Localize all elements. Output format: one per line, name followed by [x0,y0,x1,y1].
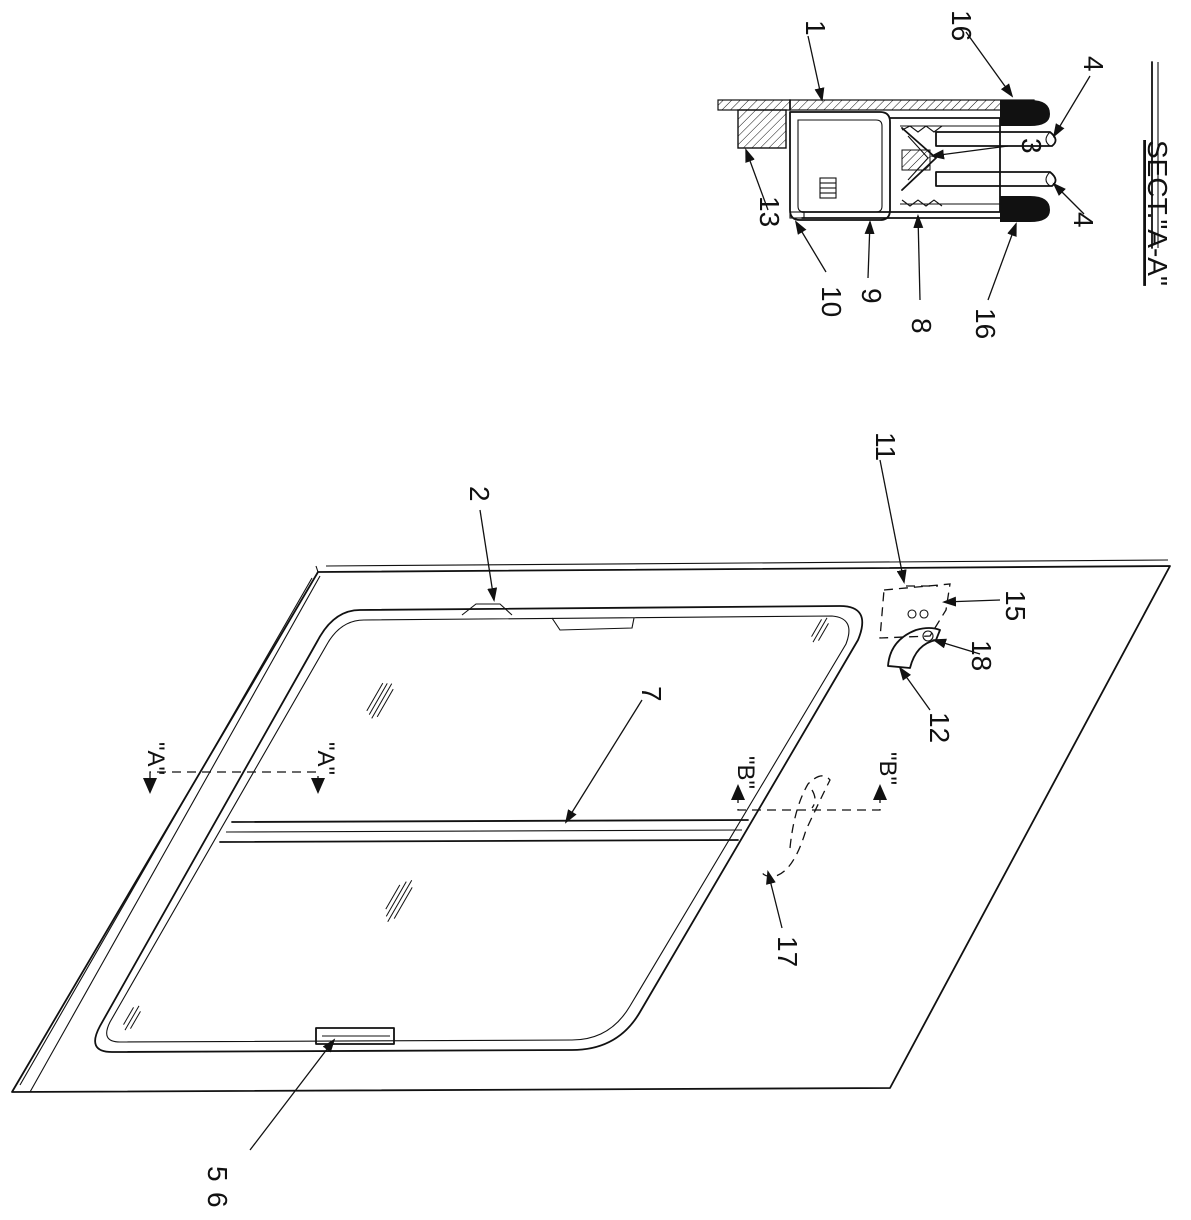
door-panel [11,559,1171,1093]
label-3: 3 [1016,138,1047,154]
label-10: 10 [816,286,847,317]
section-line-a [143,771,325,794]
label-5: 5 [202,1166,233,1182]
labels: 1 16 4 3 4 13 10 9 8 16 2 11 15 18 12 7 … [142,10,1109,1208]
label-15: 15 [1000,590,1031,621]
label-16-top: 16 [946,10,977,41]
label-section-a-prime: "A" [312,742,339,775]
label-section-b: "B" [732,756,759,789]
label-1: 1 [800,20,831,36]
section-line-b [731,784,887,811]
label-18: 18 [966,640,997,671]
section-a-a-detail: SECT."A-A" [717,61,1173,286]
stop-block [461,603,513,616]
label-2: 2 [464,486,495,502]
label-section-a: "A" [142,742,169,775]
label-4-bottom: 4 [1068,212,1099,228]
lock-assembly [879,583,951,669]
pivot-screw [922,630,934,642]
leaders-main [249,459,1001,1151]
label-4-top: 4 [1078,56,1109,72]
label-9: 9 [856,288,887,304]
label-7: 7 [636,686,667,702]
label-16-bottom: 16 [970,308,1001,339]
window-frame [94,603,864,1053]
center-rail [219,819,749,843]
leaders-section [745,31,1091,301]
handle-left [315,1027,395,1045]
glass-reflection-marks [123,617,829,1031]
label-11: 11 [870,432,901,461]
label-8: 8 [906,318,937,334]
label-12: 12 [924,712,955,743]
spring-catch [761,775,831,877]
label-section-b-prime: "B" [874,752,901,785]
label-6: 6 [202,1192,233,1208]
label-17: 17 [772,936,803,967]
latch-lever [887,627,941,669]
frame-tab [551,617,635,631]
label-13: 13 [754,196,785,227]
